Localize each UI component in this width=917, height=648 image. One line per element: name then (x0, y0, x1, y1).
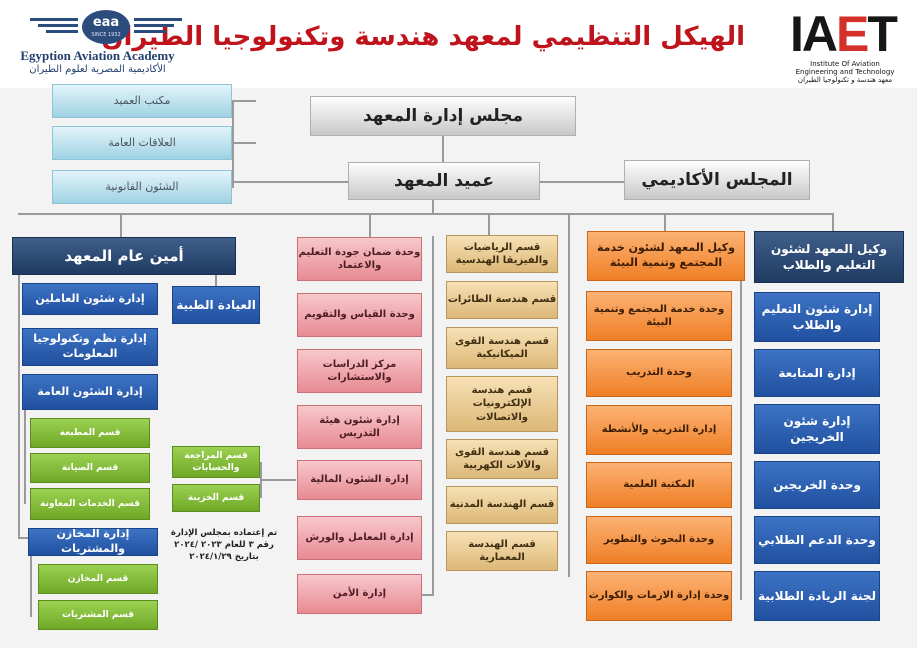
eaa-logo: eaa SINCE 1932 Egyption Aviation Academy… (10, 8, 185, 82)
connector-line (18, 213, 834, 215)
student-support-unit-box: وحدة الدعم الطلابي (754, 516, 880, 564)
connector-line (422, 594, 434, 596)
it-dept-box: إدارة نظم وتكنولوجيا المعلومات (22, 328, 158, 366)
approval-note-line2: رقم ٣ للعام ٢٠٢٣ /٢٠٢٤ (174, 539, 274, 550)
connector-line (664, 213, 666, 231)
institute-name-line2: Engineering and Technology (795, 68, 895, 76)
approval-note-line3: بتاريخ ٢٠٢٤/١/٢٩ (189, 551, 259, 562)
general-affairs-box: إدارة الشئون العامة (22, 374, 158, 410)
crisis-management-unit-box: وحدة إدارة الازمات والكوارث (586, 571, 732, 621)
institute-council-box: مجلس إدارة المعهد (310, 96, 576, 136)
student-leadership-committee-box: لجنة الريادة الطلابية (754, 571, 880, 621)
treasury-section-box: قسم الخزينة (172, 484, 260, 512)
connector-line (568, 213, 570, 577)
connector-line (30, 555, 32, 617)
connector-line (120, 213, 122, 237)
labs-workshops-box: إدارة المعامل والورش (297, 516, 422, 560)
eaa-since: SINCE 1932 (91, 32, 121, 38)
right-wing-icon (134, 24, 174, 27)
left-wing-icon (46, 30, 78, 33)
hr-dept-box: إدارة شئون العاملين (22, 283, 158, 315)
eaa-badge: eaa (82, 10, 130, 44)
connector-line (260, 462, 262, 498)
connector-line (18, 275, 20, 537)
follow-up-dept-box: إدارة المتابعة (754, 349, 880, 397)
connector-line (260, 479, 296, 481)
connector-line (232, 181, 348, 183)
academic-council-box: المجلس الأكاديمي (624, 160, 810, 200)
faculty-affairs-box: إدارة شئون هيئة التدريس (297, 405, 422, 449)
left-wing-icon (38, 24, 78, 27)
financial-affairs-box: إدارة الشئون المالية (297, 460, 422, 500)
audit-accounts-section-box: قسم المراجعة والحسابات (172, 446, 260, 478)
education-vice-dean-box: وكيل المعهد لشئون التعليم والطلاب (754, 231, 904, 283)
aircraft-eng-dept-box: قسم هندسة الطائرات (446, 281, 558, 319)
iaet-logo: IAET Institute Of Aviation Engineering a… (780, 4, 910, 86)
dean-box: عميد المعهد (348, 162, 540, 200)
connector-line (488, 213, 490, 235)
connector-line (740, 255, 742, 600)
connector-line (24, 410, 26, 504)
procurement-section-box: قسم المشتريات (38, 600, 158, 630)
medical-clinic-box: العيادة الطبية (172, 286, 260, 324)
maintenance-section-box: قسم الصيانة (30, 453, 150, 483)
approval-note-line1: تم إعتماده بمجلس الإدارة (170, 528, 278, 538)
community-service-unit-box: وحدة خدمة المجتمع وتنمية البيئة (586, 291, 732, 341)
connector-line (232, 142, 256, 144)
iaet-letter-t: T (867, 6, 898, 62)
connector-line (232, 100, 256, 102)
approval-note: تم إعتماده بمجلس الإدارة رقم ٣ للعام ٢٠٢… (160, 528, 288, 564)
page-title: الهيكل التنظيمي لمعهد هندسة وتكنولوجيا ا… (101, 22, 745, 52)
connector-line (369, 213, 371, 237)
security-dept-box: إدارة الأمن (297, 574, 422, 614)
connector-line (432, 200, 434, 214)
page-header (0, 0, 917, 89)
training-unit-box: وحدة التدريب (586, 349, 732, 397)
connector-line (540, 181, 624, 183)
public-relations-box: العلاقات العامة (52, 126, 232, 160)
electronics-comm-dept-box: قسم هندسة الإلكترونيات والاتصالات (446, 376, 558, 432)
secretary-general-box: أمين عام المعهد (12, 237, 236, 275)
dean-office-box: مكتب العميد (52, 84, 232, 118)
support-services-section-box: قسم الخدمات المعاونة (30, 488, 150, 520)
printing-section-box: قسم المطبعة (30, 418, 150, 448)
graduates-affairs-box: إدارة شئون الخريجين (754, 404, 880, 454)
training-activities-box: إدارة التدريب والأنشطة (586, 405, 732, 455)
right-wing-icon (134, 18, 182, 21)
quality-assurance-unit-box: وحدة ضمان جودة التعليم والاعتماد (297, 237, 422, 281)
scientific-library-box: المكتبة العلمية (586, 462, 732, 508)
academy-name-en: Egyption Aviation Academy (20, 48, 175, 63)
connector-line (232, 100, 234, 188)
connector-line (442, 136, 444, 162)
math-physics-dept-box: قسم الرياضيات والفيزيقا الهندسية (446, 235, 558, 273)
left-wing-icon (30, 18, 78, 21)
legal-affairs-box: الشئون القانونية (52, 170, 232, 204)
iaet-letter-a: A (801, 6, 838, 62)
stores-section-box: قسم المخازن (38, 564, 158, 594)
iaet-letter-i: I (790, 6, 804, 62)
graduates-unit-box: وحدة الخريجين (754, 461, 880, 509)
community-vice-dean-box: وكيل المعهد لشئون خدمة المجتمع وتنمية ال… (587, 231, 745, 281)
electrical-power-dept-box: قسم هندسة القوى والآلات الكهربية (446, 439, 558, 479)
connector-line (832, 213, 834, 231)
research-development-unit-box: وحدة البحوث والتطوير (586, 516, 732, 564)
connector-line (18, 537, 28, 539)
iaet-letter-e: E (836, 6, 869, 62)
right-wing-icon (134, 30, 166, 33)
mechanical-power-dept-box: قسم هندسة القوى الميكانيكية (446, 327, 558, 369)
education-affairs-box: إدارة شئون التعليم والطلاب (754, 292, 880, 342)
stores-procurement-box: إدارة المخازن والمشتريات (28, 528, 158, 556)
architecture-dept-box: قسم الهندسة المعمارية (446, 531, 558, 571)
civil-eng-dept-box: قسم الهندسة المدنية (446, 486, 558, 524)
iaet-mark: IAET (790, 6, 898, 62)
institute-name-ar: معهد هندسة و تكنولوجيا الطيران (797, 76, 893, 84)
connector-line (432, 236, 434, 594)
measurement-evaluation-unit-box: وحدة القياس والتقويم (297, 293, 422, 337)
academy-name-ar: الأكاديمية المصرية لعلوم الطيران (29, 64, 166, 75)
studies-consulting-center-box: مركز الدراسات والاستشارات (297, 349, 422, 393)
institute-name-line1: Institute Of Aviation (810, 60, 880, 68)
